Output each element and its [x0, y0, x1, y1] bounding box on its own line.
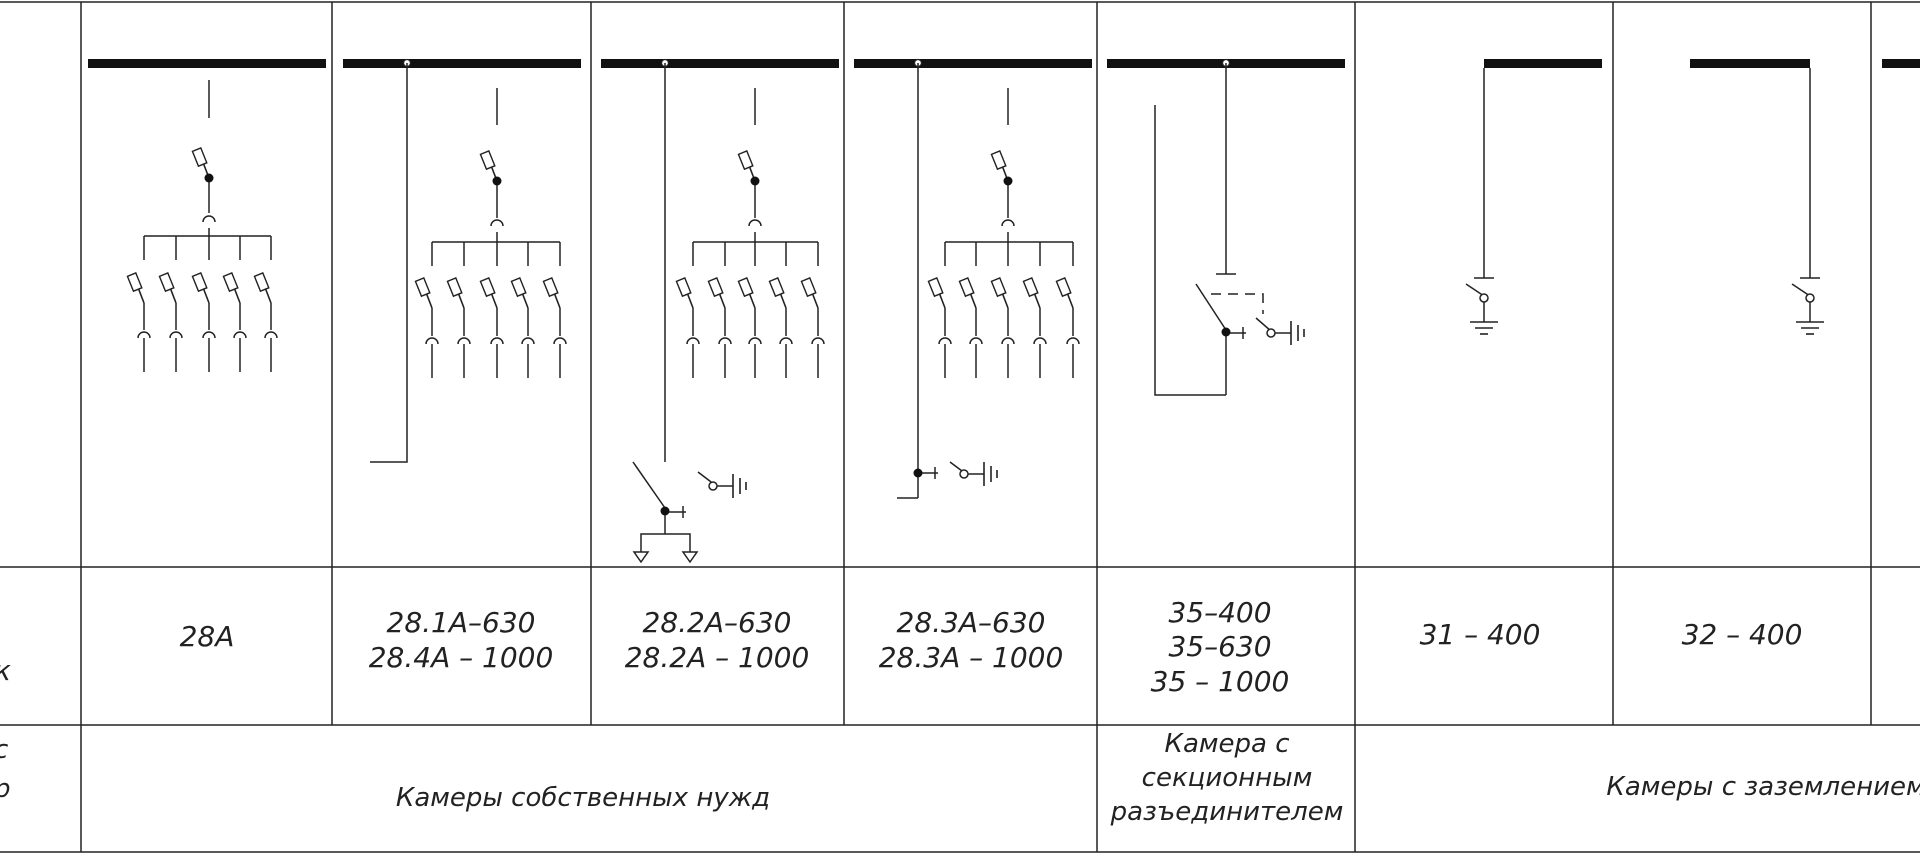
busbars — [88, 59, 1920, 68]
left-col-fragment: р — [0, 774, 11, 804]
cell-code: 28.1А–630 — [387, 606, 536, 639]
cell-35-schematic — [1154, 63, 1305, 396]
cell-28a-schematic — [126, 80, 278, 372]
cell-code: 31 – 400 — [1420, 618, 1541, 651]
group-descriptions-row: с р Камеры собственных нужд Камера с сек… — [0, 729, 1920, 827]
cell-code: 28.2А–630 — [643, 606, 792, 639]
cell-code: 28.4А – 1000 — [369, 641, 554, 674]
cell-code: 28.3А – 1000 — [879, 641, 1064, 674]
cell-32-schematic — [1791, 68, 1825, 335]
group-section-label: разъединителем — [1110, 797, 1344, 827]
group-own-needs-label: Камеры собственных нужд — [396, 783, 770, 813]
cell-28-3a-schematic — [897, 63, 1080, 499]
left-col-fragment: с — [0, 735, 8, 765]
cell-code: 32 – 400 — [1682, 618, 1803, 651]
cell-code: 28.2А – 1000 — [625, 641, 810, 674]
cell-code: 28.3А–630 — [897, 606, 1046, 639]
cell-code: 28А — [180, 620, 235, 653]
cell-code: 35–400 — [1168, 596, 1271, 629]
left-col-fragment: к — [0, 654, 11, 687]
group-section-label: Камера с — [1165, 729, 1290, 759]
cell-28-2a-schematic — [632, 63, 825, 564]
cell-31-schematic — [1465, 68, 1499, 335]
cell-code: 35 – 1000 — [1151, 665, 1290, 698]
group-grounding-label: Камеры с заземлением — [1606, 772, 1920, 802]
cell-code: 35–630 — [1168, 630, 1271, 663]
cell-codes-row: к 28А 28.1А–630 28.4А – 1000 28.2А–630 2… — [0, 596, 1802, 698]
cell-28-1a-schematic — [370, 63, 567, 463]
group-section-label: секционным — [1142, 763, 1313, 793]
